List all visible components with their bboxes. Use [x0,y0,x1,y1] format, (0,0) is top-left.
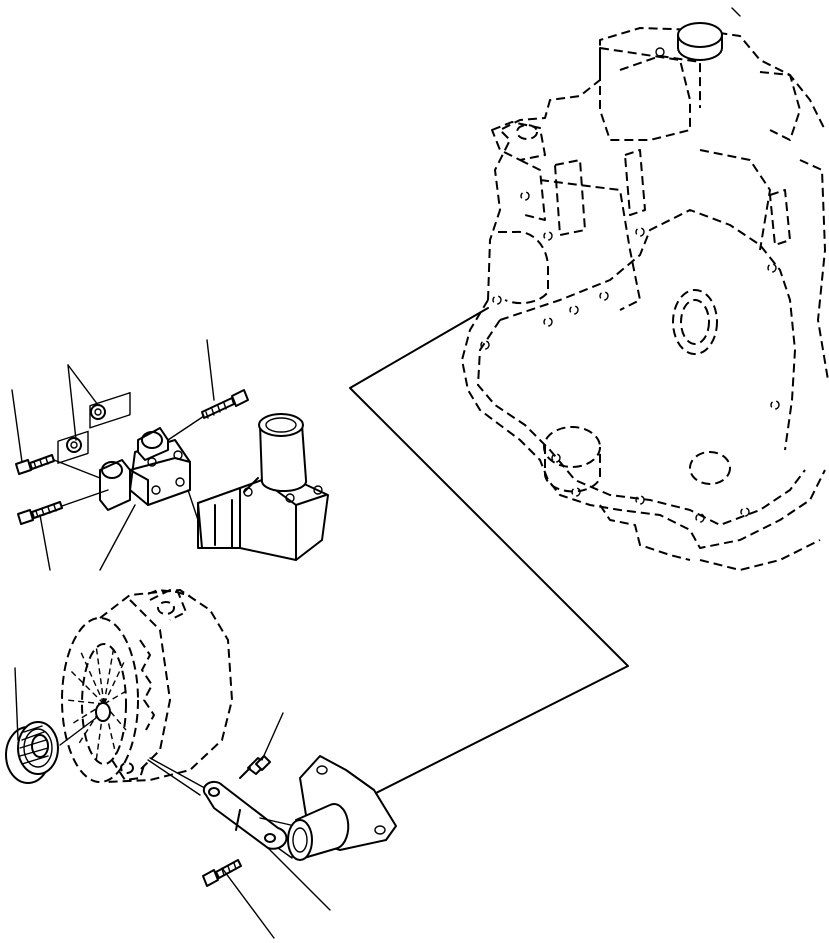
water-outlet-housing [197,413,329,561]
mounting-flange [287,755,397,861]
engine-block [461,7,829,571]
bolts [15,389,249,525]
alternator-mounting-bracket [99,427,199,521]
alternator [61,589,233,796]
alternator-pulley [5,717,97,784]
callout-leaders [11,339,331,939]
adjusting-link [202,780,296,859]
lower-bolts [202,755,271,887]
nuts [57,392,131,464]
engine-to-flange-leader [349,307,629,796]
